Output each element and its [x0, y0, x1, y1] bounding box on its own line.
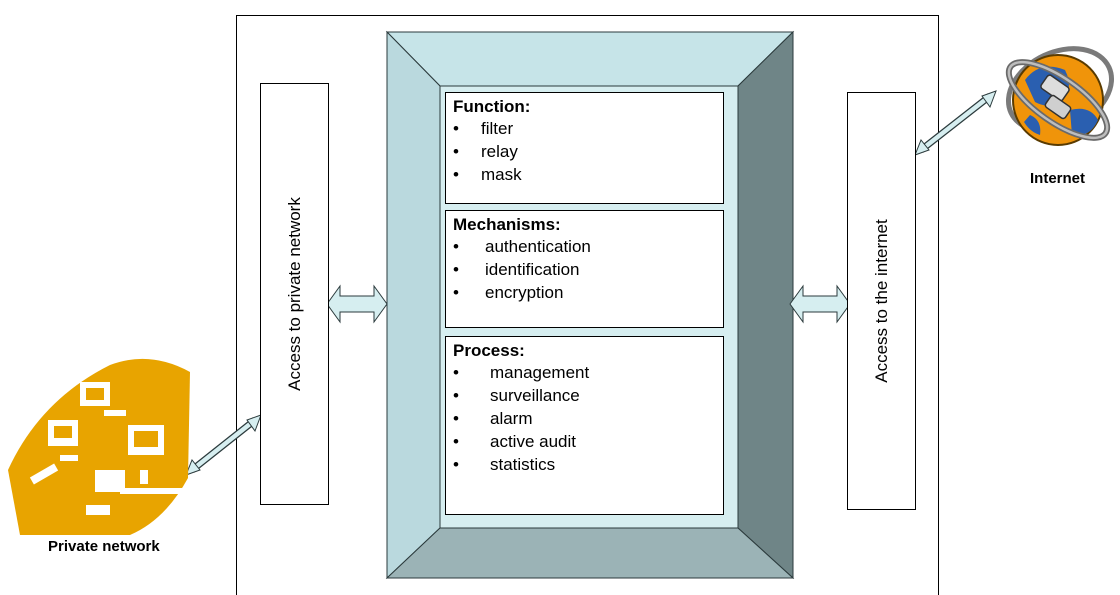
bevel-right [737, 30, 794, 580]
private-network-caption: Private network [48, 538, 160, 555]
left-block-arrow [326, 284, 388, 324]
mechanisms-list: •authentication •identification •encrypt… [453, 235, 723, 304]
list-item: •filter [453, 119, 514, 138]
process-list: •management •surveillance •alarm •active… [453, 361, 723, 476]
bevel-left [386, 30, 441, 580]
list-item: •mask [453, 165, 522, 184]
process-panel: Process: •management •surveillance •alar… [445, 336, 724, 515]
internet-access-label: Access to the internet [871, 219, 891, 383]
list-item: •encryption [453, 283, 564, 302]
list-item: •identification [453, 260, 580, 279]
internet-access-box: Access to the internet [847, 92, 916, 510]
outer-frame [236, 15, 939, 595]
list-item: •active audit [453, 432, 576, 451]
process-title: Process: [453, 341, 525, 360]
function-panel: Function: •filter •relay •mask [445, 92, 724, 204]
list-item: •alarm [453, 409, 533, 428]
internet-globe-icon [1005, 46, 1115, 146]
list-item: •statistics [453, 455, 556, 474]
function-list: •filter •relay •mask [453, 117, 723, 186]
bevel-top [385, 31, 795, 87]
list-item: •management [453, 363, 590, 382]
function-title: Function: [453, 97, 531, 116]
list-item: •relay [453, 142, 518, 161]
mechanisms-title: Mechanisms: [453, 215, 561, 234]
bevel-bottom [385, 527, 795, 579]
private-network-icon [8, 358, 190, 535]
private-network-access-box: Access to private network [260, 83, 329, 505]
private-network-access-label: Access to private network [284, 197, 304, 391]
internet-connector-arrow [914, 90, 997, 156]
list-item: •authentication [453, 237, 591, 256]
private-connector-arrow [185, 414, 262, 476]
list-item: •surveillance [453, 386, 580, 405]
mechanisms-panel: Mechanisms: •authentication •identificat… [445, 210, 724, 328]
internet-caption: Internet [1030, 170, 1086, 187]
right-block-arrow [789, 284, 851, 324]
